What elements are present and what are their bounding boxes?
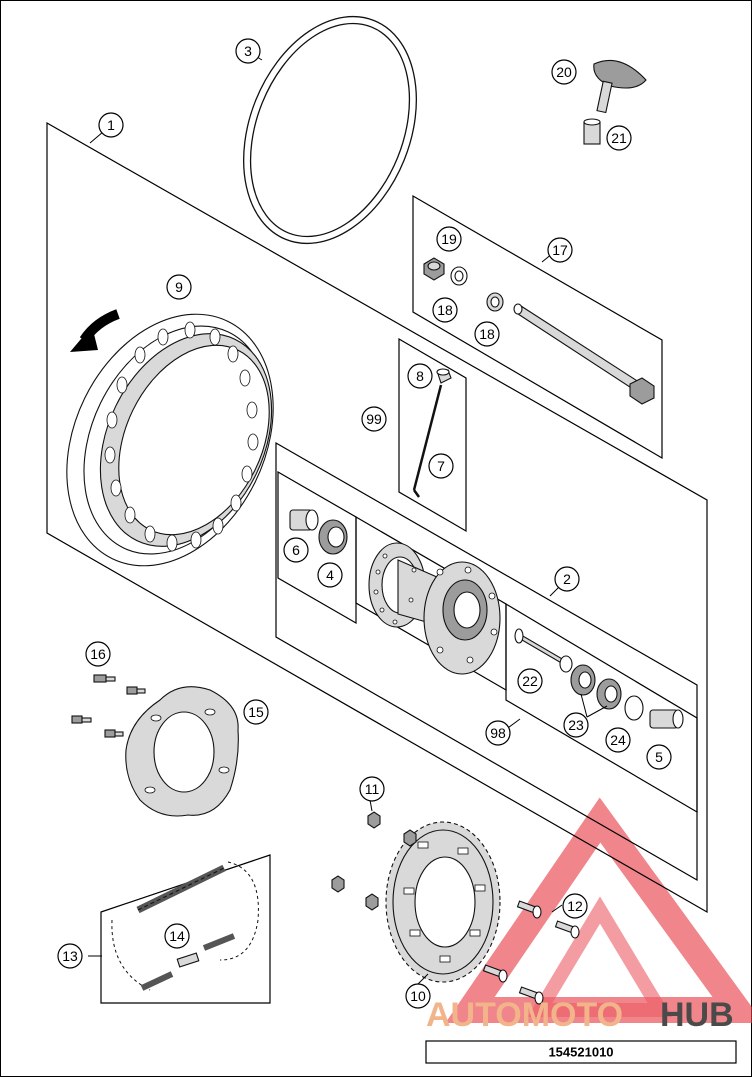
bearing-right-1 [570, 664, 596, 696]
callout-16: 16 [85, 641, 111, 667]
callout-8: 8 [407, 363, 433, 389]
circlip [624, 695, 644, 721]
callout-17: 17 [547, 237, 573, 263]
hub-spacer-tube [514, 628, 573, 673]
svg-text:21: 21 [611, 130, 627, 146]
automotohub-watermark: AUTOMOTO HUB [426, 996, 734, 1034]
svg-text:18: 18 [437, 302, 453, 318]
callout-4: 4 [317, 562, 343, 588]
svg-text:3: 3 [244, 43, 252, 59]
spoke-nipple [436, 368, 452, 384]
svg-text:17: 17 [552, 242, 568, 258]
rear-sprocket [385, 821, 501, 983]
valve [593, 59, 647, 114]
watermark-text-2: HUB [660, 996, 734, 1034]
sprocket-bolts [482, 900, 580, 1005]
callout-98: 98 [485, 720, 511, 746]
svg-text:6: 6 [292, 542, 300, 558]
callout-99: 99 [361, 406, 387, 432]
callout-23: 23 [563, 712, 589, 738]
drive-chain [111, 861, 259, 991]
callout-7: 7 [428, 453, 454, 479]
watermark-text-1: AUTOMOTO [426, 996, 623, 1034]
callout-6: 6 [283, 537, 309, 563]
sprocket-nuts [331, 811, 417, 911]
rim-tape [243, 15, 417, 245]
spacer-bushing-right [649, 709, 684, 729]
svg-text:15: 15 [248, 704, 264, 720]
automotohub-logo [445, 797, 752, 1023]
axle-washer-1-hole [454, 270, 464, 282]
spacer-bushing-left [289, 509, 319, 531]
svg-text:1: 1 [107, 117, 115, 133]
valve-cap [583, 118, 601, 145]
brake-disc [125, 686, 239, 817]
svg-text:14: 14 [169, 928, 185, 944]
callout-2: 2 [554, 566, 580, 592]
callout-18a: 18 [432, 297, 458, 323]
svg-text:24: 24 [610, 732, 626, 748]
rotation-arrow-icon [70, 309, 120, 352]
svg-text:98: 98 [490, 725, 506, 741]
svg-text:9: 9 [175, 279, 183, 295]
callout-21: 21 [606, 125, 632, 151]
callout-9: 9 [166, 274, 192, 300]
axle-nut [423, 257, 445, 281]
callout-13: 13 [57, 943, 83, 969]
assembly-box-bearing-set [505, 602, 698, 814]
callout-15: 15 [243, 699, 269, 725]
callout-14: 14 [164, 923, 190, 949]
svg-text:16: 16 [90, 646, 106, 662]
svg-text:4: 4 [326, 567, 334, 583]
svg-text:99: 99 [366, 411, 382, 427]
svg-text:10: 10 [410, 988, 426, 1004]
callout-3: 3 [235, 38, 261, 64]
callout-11: 11 [359, 776, 385, 802]
svg-text:13: 13 [62, 948, 78, 964]
callout-20: 20 [551, 59, 577, 85]
bearing-left [318, 519, 348, 555]
assembly-box-hub-left-bearings [277, 470, 357, 625]
document-number-box: 154521010 [425, 1040, 737, 1064]
chain-master-link [176, 952, 200, 968]
wheel-hub [368, 542, 501, 675]
bearing-right-2 [596, 678, 622, 710]
svg-text:22: 22 [522, 673, 538, 689]
spoke [412, 384, 443, 498]
svg-text:2: 2 [563, 571, 571, 587]
svg-text:12: 12 [567, 898, 583, 914]
callout-18b: 18 [474, 321, 500, 347]
svg-text:5: 5 [655, 749, 663, 765]
svg-text:20: 20 [556, 64, 572, 80]
callout-12: 12 [562, 893, 588, 919]
svg-text:8: 8 [416, 368, 424, 384]
axle-washer-2-hole [490, 296, 500, 308]
assembly-box-wheel [46, 121, 708, 914]
svg-text:18: 18 [479, 326, 495, 342]
brake-disc-bolts [71, 674, 146, 738]
assembly-box-hub [275, 441, 698, 882]
wheel-rim [66, 313, 274, 567]
svg-text:23: 23 [568, 717, 584, 733]
svg-text:7: 7 [437, 458, 445, 474]
callout-19: 19 [436, 226, 462, 252]
callout-22: 22 [517, 668, 543, 694]
svg-text:11: 11 [365, 781, 380, 797]
svg-text:19: 19 [441, 231, 457, 247]
callout-1: 1 [98, 112, 124, 138]
assembly-box-axle [412, 194, 663, 460]
callout-24: 24 [605, 727, 631, 753]
assembly-box-spokes [398, 337, 467, 533]
callout-5: 5 [646, 744, 672, 770]
wheel-axle [513, 303, 655, 405]
document-number: 154521010 [548, 1045, 613, 1060]
callout-10: 10 [405, 983, 431, 1009]
